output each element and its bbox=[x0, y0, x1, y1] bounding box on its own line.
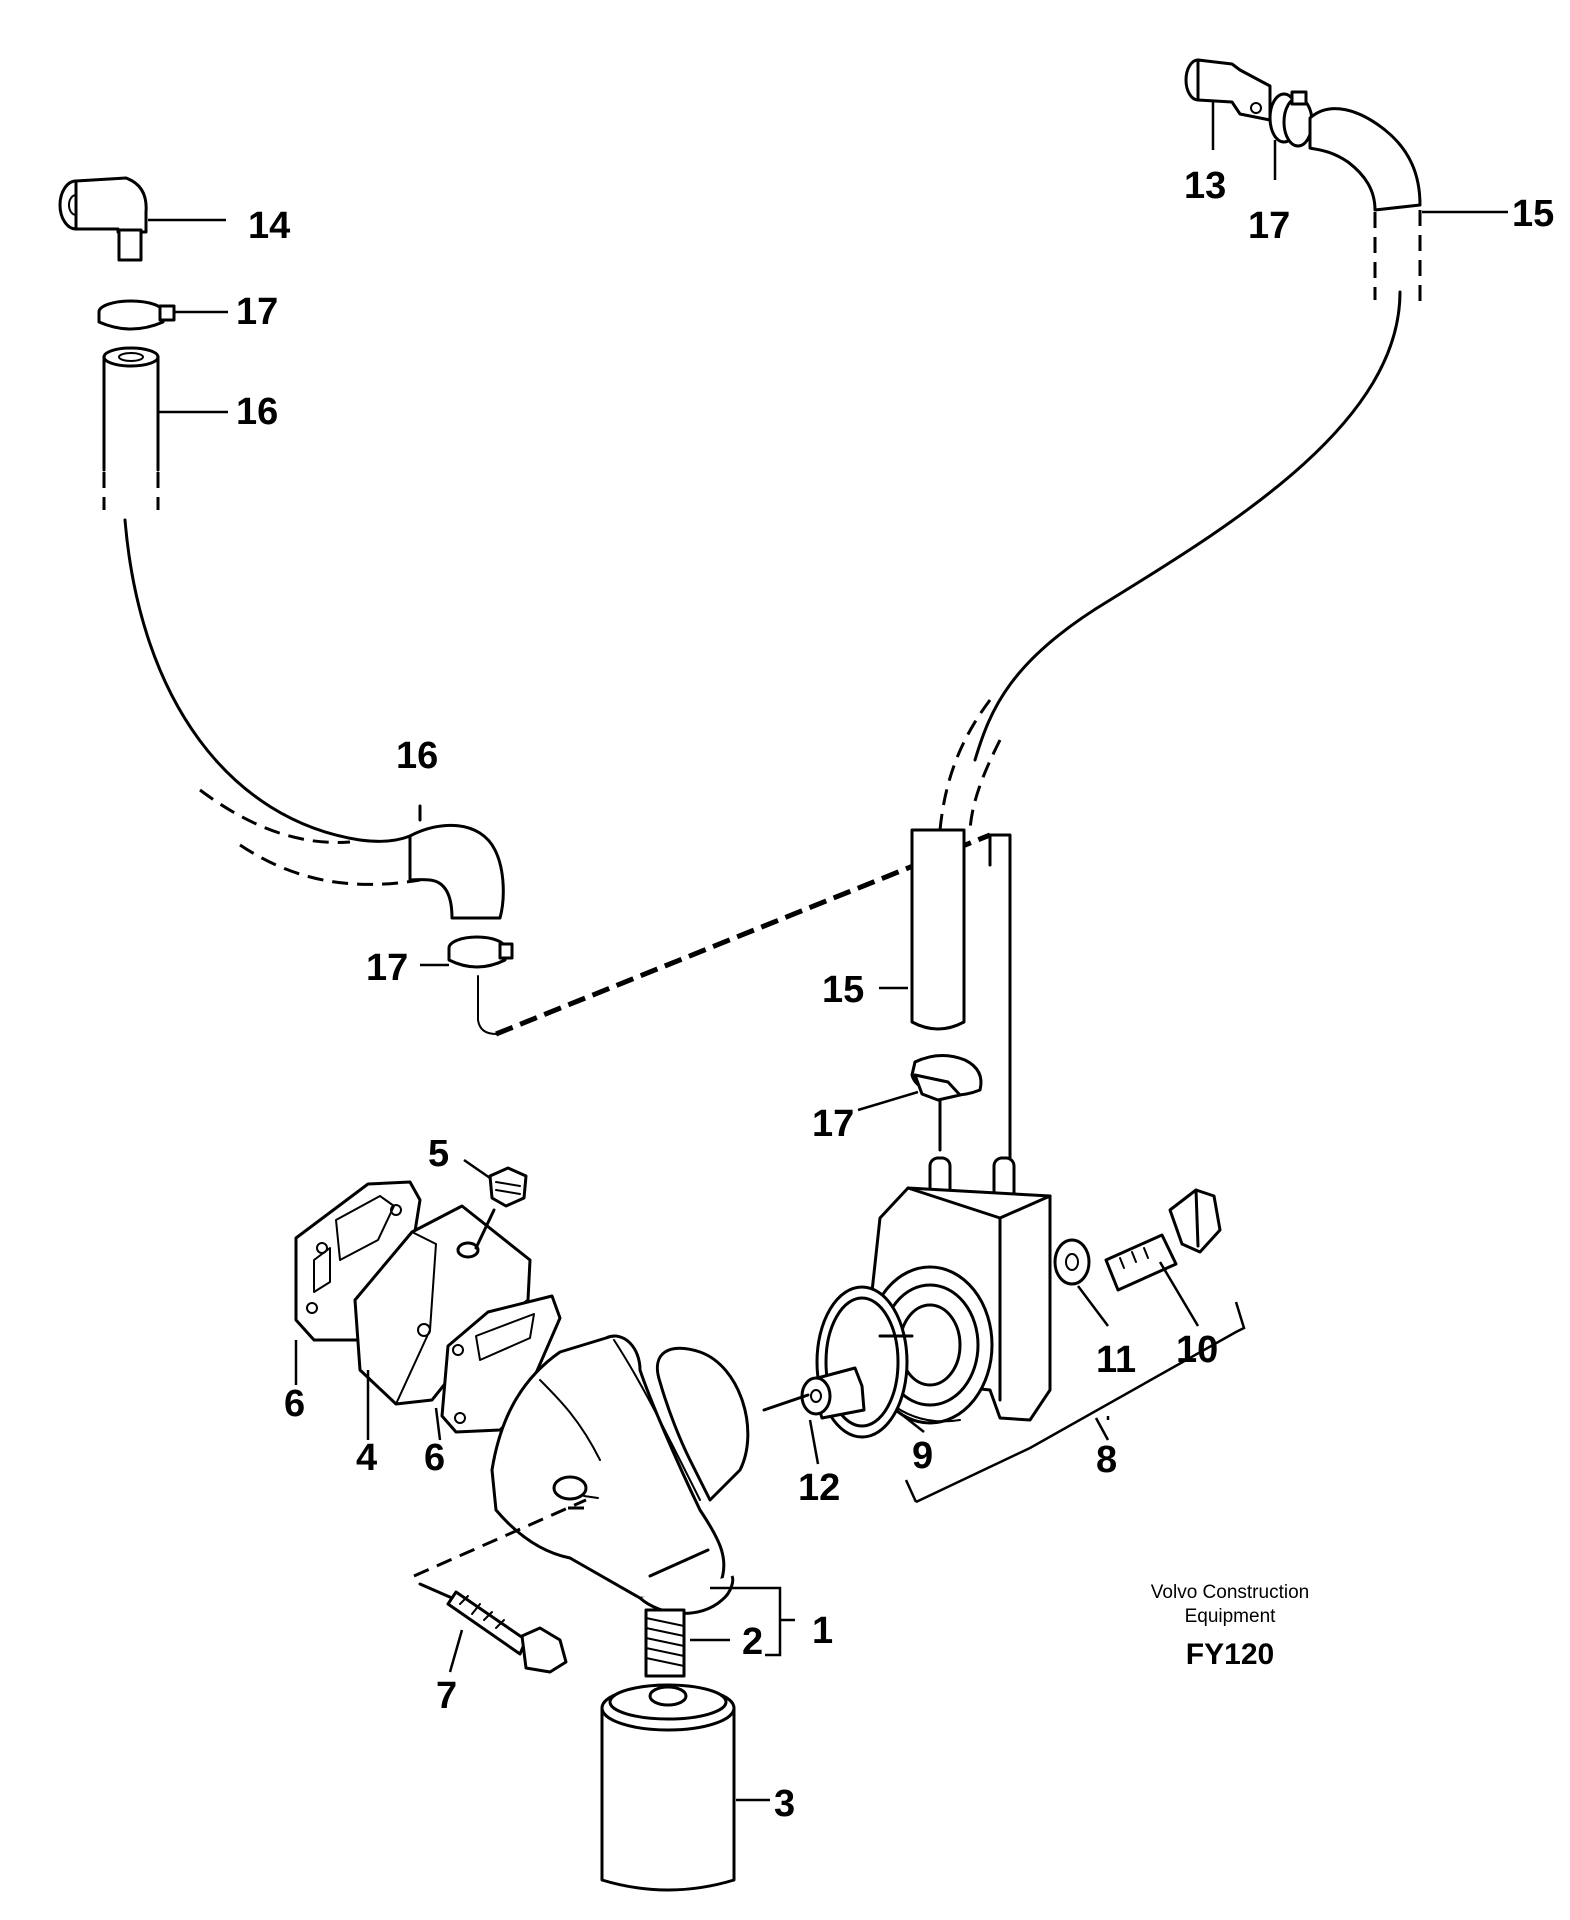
callout-10: 10 bbox=[1176, 1329, 1218, 1371]
oil-filter-part-3 bbox=[600, 1683, 770, 1892]
filter-bracket-part-1 bbox=[490, 1334, 795, 1657]
callout-7: 7 bbox=[436, 1675, 457, 1717]
callout-5: 5 bbox=[428, 1133, 449, 1175]
bolt-part-7 bbox=[418, 1582, 568, 1674]
callout-2: 2 bbox=[742, 1621, 763, 1663]
callout-4: 4 bbox=[356, 1437, 377, 1479]
caption-company-line2: Equipment bbox=[1185, 1606, 1277, 1627]
callout-17-d: 17 bbox=[812, 1103, 854, 1145]
callout-14: 14 bbox=[248, 205, 290, 247]
callout-8: 8 bbox=[1096, 1439, 1117, 1481]
hose-clamp-part-17-c bbox=[1268, 90, 1314, 180]
callout-6-a: 6 bbox=[284, 1383, 305, 1425]
bolt-part-10 bbox=[1104, 1188, 1222, 1327]
figure-code: FY120 bbox=[1186, 1638, 1274, 1671]
caption-company: Volvo Construction bbox=[1151, 1582, 1309, 1603]
guide-line-bolt bbox=[413, 1498, 587, 1578]
hose-part-15-a bbox=[938, 107, 1508, 831]
callout-15-a: 15 bbox=[1512, 193, 1554, 235]
callout-15-b: 15 bbox=[822, 969, 864, 1011]
callout-16-b: 16 bbox=[396, 735, 438, 777]
callout-labels: 1 2 3 4 5 6 6 7 8 9 10 11 12 13 14 15 15… bbox=[236, 165, 1554, 1825]
connection-dashed-line bbox=[495, 832, 991, 1037]
elbow-connector-part-14 bbox=[58, 176, 226, 262]
washer-part-11 bbox=[1053, 1238, 1109, 1327]
callout-6-b: 6 bbox=[424, 1437, 445, 1479]
bracket-part-8 bbox=[904, 1301, 1246, 1504]
nipple-part-2 bbox=[644, 1608, 730, 1678]
caption-block: Volvo Construction Equipment FY120 bbox=[1151, 1582, 1309, 1671]
callout-12: 12 bbox=[798, 1467, 840, 1509]
hose-clamp-part-17-b bbox=[420, 935, 514, 1035]
callout-17-a: 17 bbox=[236, 291, 278, 333]
nipple-part-12 bbox=[800, 1366, 866, 1465]
fitting-part-13 bbox=[1184, 58, 1272, 150]
hose-part-16-a bbox=[102, 346, 228, 510]
callout-11: 11 bbox=[1096, 1339, 1136, 1381]
hose-part-16-b bbox=[123, 518, 505, 920]
callout-16-a: 16 bbox=[236, 391, 278, 433]
callout-9: 9 bbox=[912, 1435, 933, 1477]
callout-1: 1 bbox=[812, 1610, 833, 1652]
callout-13: 13 bbox=[1184, 165, 1226, 207]
hose-clamp-part-17-a bbox=[97, 299, 228, 331]
plug-part-5 bbox=[463, 1158, 528, 1250]
hose-part-15-b bbox=[879, 828, 1012, 1167]
callout-17-b: 17 bbox=[1248, 205, 1290, 247]
hose-clamp-part-17-d bbox=[857, 1054, 983, 1152]
callout-17-c: 17 bbox=[366, 947, 408, 989]
callout-3: 3 bbox=[774, 1783, 795, 1825]
